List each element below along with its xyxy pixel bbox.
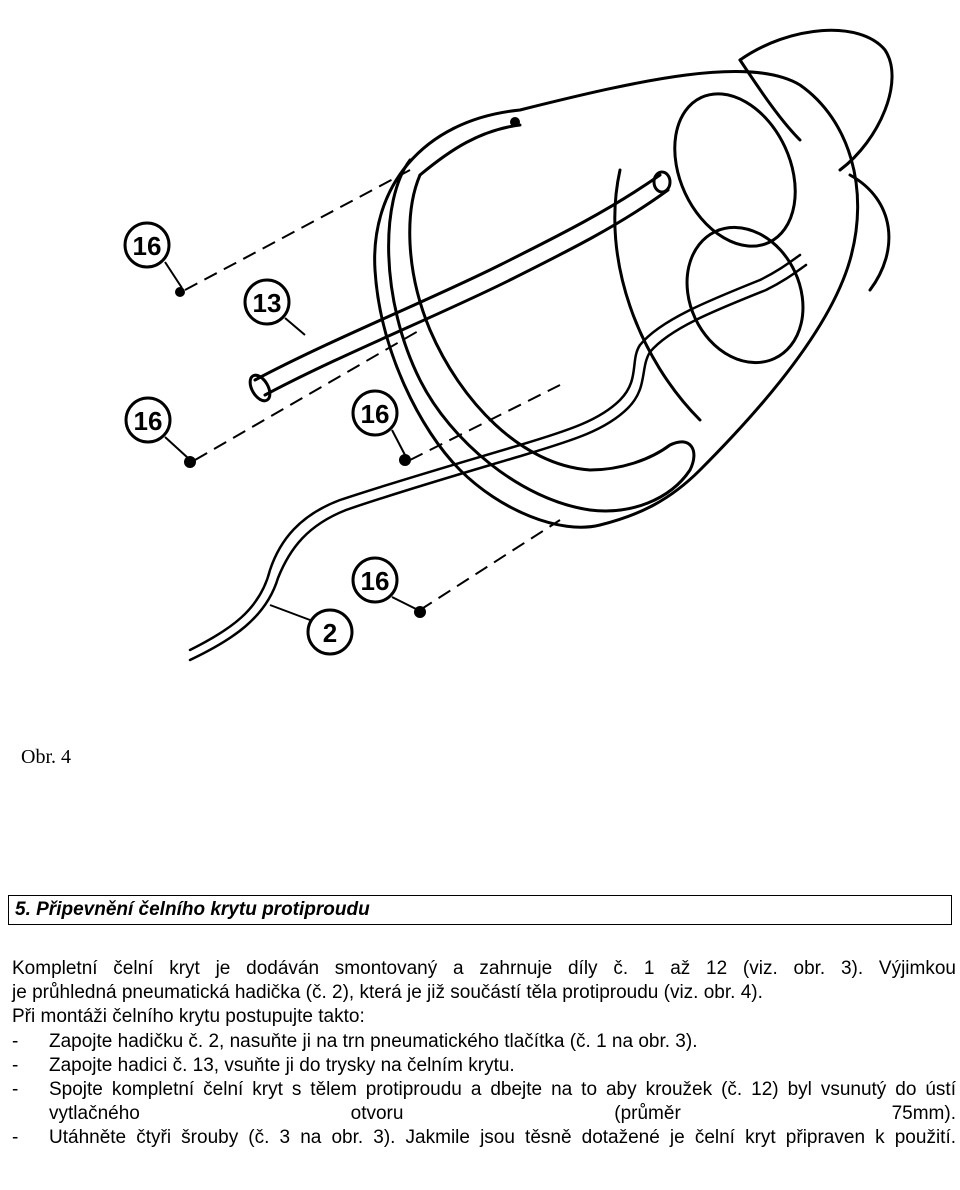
list-item: - Utáhněte čtyři šrouby (č. 3 na obr. 3)… [12,1126,956,1150]
figure-caption: Obr. 4 [21,746,71,768]
hose-2 [188,253,802,652]
intro-line-2: je průhledná pneumatická hadička (č. 2),… [12,982,763,1004]
callout-16-d: 16 [361,566,390,596]
callout-2: 2 [323,618,337,648]
hose-13 [253,173,662,382]
callout-13: 13 [253,288,282,318]
exploded-assembly-drawing: 16 13 16 16 16 2 [123,28,894,662]
intro-line-1: Kompletní čelní kryt je dodáván smontova… [12,958,956,979]
list-marker: - [12,1127,19,1149]
list-item: - Spojte kompletní čelní kryt s tělem pr… [12,1078,956,1126]
flange-ring [387,158,696,513]
callout-16-c: 16 [361,399,390,429]
intro-line-3: Při montáži čelního krytu postupujte tak… [12,1006,365,1028]
list-marker: - [12,1030,19,1052]
step-text: Utáhněte čtyři šrouby (č. 3 na obr. 3). … [49,1127,956,1149]
callout-16-b: 16 [134,406,163,436]
upper-opening [673,92,797,248]
callout-16-a: 16 [133,231,162,261]
step-text: Spojte kompletní čelní kryt s tělem prot… [49,1079,956,1125]
list-item: - Zapojte hadičku č. 2, nasuňte ji na tr… [12,1030,956,1054]
list-marker: - [12,1054,19,1076]
instructions-body: Kompletní čelní kryt je dodáván smontova… [12,957,956,1151]
step-text: Zapojte hadici č. 13, vsuňte ji do trysk… [49,1054,515,1076]
list-marker: - [12,1079,19,1101]
front-cover-outline [373,69,860,529]
step-text: Zapojte hadičku č. 2, nasuňte ji na trn … [49,1030,698,1052]
section-heading: 5. Připevnění čelního krytu protiproudu [8,895,952,925]
list-item: - Zapojte hadici č. 13, vsuňte ji do try… [12,1054,956,1078]
cylinder-body [738,28,894,172]
